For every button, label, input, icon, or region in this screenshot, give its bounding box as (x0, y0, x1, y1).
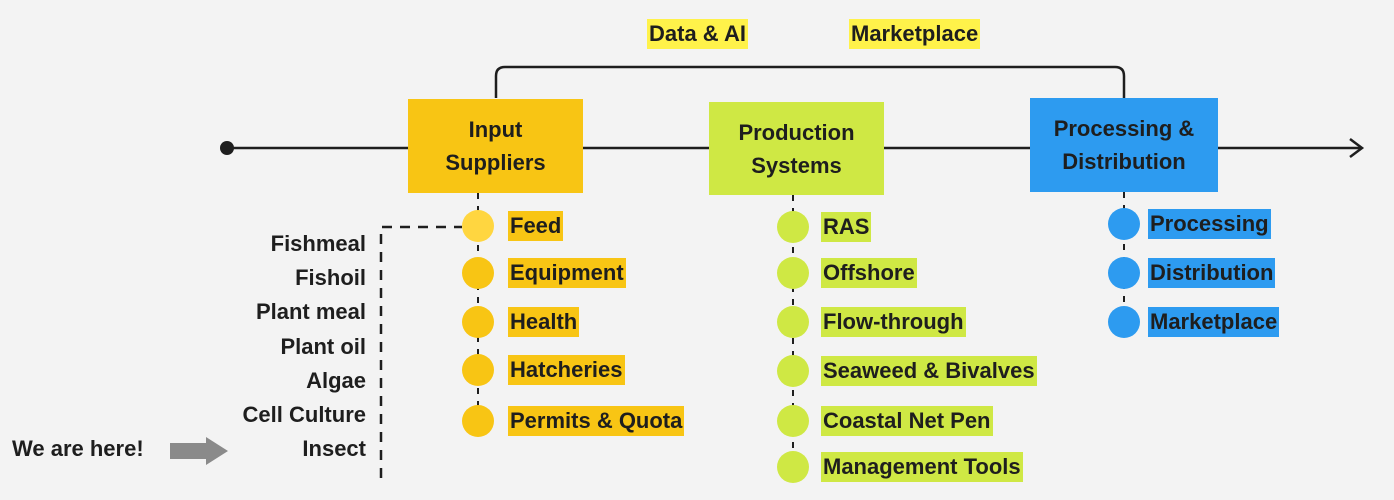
input-dot (462, 257, 494, 289)
timeline-arrow-head (1349, 138, 1365, 158)
processing-item: Processing (1148, 209, 1271, 239)
production-dot (777, 355, 809, 387)
input-dot (462, 210, 494, 242)
production-dot (777, 306, 809, 338)
production-item: RAS (821, 212, 872, 242)
stage-production-line1: Production (738, 119, 855, 145)
stage-processing-line1: Processing & (1053, 116, 1195, 141)
stage-input-line2: Suppliers (445, 150, 546, 175)
stage-input-line1: Input (468, 117, 523, 142)
production-item: Offshore (821, 258, 917, 288)
feed-type-item: Plant oil (280, 334, 366, 359)
feed-type-item: Fishoil (295, 265, 366, 290)
processing-dot (1108, 306, 1140, 338)
production-dot (777, 405, 809, 437)
processing-dot (1108, 208, 1140, 240)
here-arrow-icon (170, 437, 228, 465)
input-item: Health (508, 307, 580, 337)
input-item: Equipment (508, 258, 626, 288)
we-are-here-label: We are here! (12, 436, 144, 461)
production-item: Management Tools (821, 452, 1023, 482)
production-dot (777, 211, 809, 243)
processing-item: Marketplace (1148, 307, 1280, 337)
input-dot (462, 405, 494, 437)
feed-type-item: Insect (302, 436, 366, 461)
feed-type-item: Plant meal (255, 299, 366, 324)
production-item: Flow-through (821, 307, 966, 337)
feed-type-item: Cell Culture (242, 402, 366, 427)
data-ai-label: Data & AI (647, 19, 748, 49)
input-dot (462, 354, 494, 386)
processing-dot (1108, 257, 1140, 289)
feed-bracket (379, 225, 462, 478)
production-item: Coastal Net Pen (821, 406, 993, 436)
top-bracket (494, 65, 1126, 98)
processing-item: Distribution (1148, 258, 1276, 288)
timeline-start-dot (220, 141, 234, 155)
marketplace-top-label: Marketplace (849, 19, 981, 49)
feed-type-item: Fishmeal (270, 231, 366, 256)
production-dot (777, 257, 809, 289)
production-item: Seaweed & Bivalves (821, 356, 1037, 386)
input-dot (462, 306, 494, 338)
production-dot (777, 451, 809, 483)
input-item: Permits & Quota (508, 406, 685, 436)
input-item: Feed (508, 211, 564, 241)
input-item: Hatcheries (508, 355, 625, 385)
stage-production-line2: Systems (751, 152, 842, 178)
stage-processing-line2: Distribution (1062, 149, 1186, 174)
feed-type-item: Algae (306, 368, 366, 393)
stage-processing-distribution: Processing & Distribution (1030, 98, 1218, 192)
